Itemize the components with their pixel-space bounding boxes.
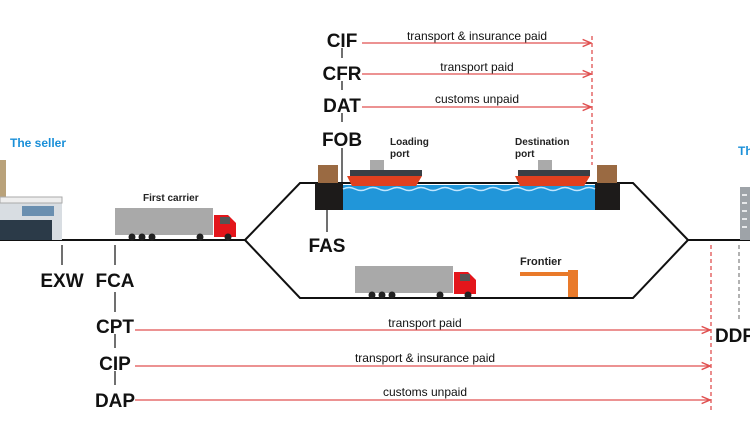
seller-label: The seller [10,136,66,150]
frontier-barrier-icon [520,270,578,297]
loading-port-label: Loading [390,137,429,148]
svg-text:transport paid: transport paid [440,60,513,74]
svg-text:transport & insurance paid: transport & insurance paid [355,351,495,365]
land-truck-icon [355,266,476,299]
first-carrier-label: First carrier [143,193,199,204]
seller-building-icon [0,160,63,240]
term-exw: EXW [40,271,83,292]
term-fca: FCA [95,271,134,292]
sea-route [244,182,689,241]
sea-term-cfr: CFR transport paid [322,60,591,85]
land-term-dap: DAP customs unpaid [95,385,710,412]
svg-text:CPT: CPT [96,317,134,338]
destination-port-label: Destination [515,137,569,148]
svg-text:CFR: CFR [322,64,361,85]
sea-term-fob: FOB [322,130,362,151]
svg-text:transport paid: transport paid [388,316,461,330]
frontier-label: Frontier [520,256,562,268]
svg-text:transport & insurance paid: transport & insurance paid [407,29,547,43]
buyer-label: The buyer [738,144,750,158]
sea-term-dat: DAT customs unpaid [323,92,591,117]
svg-text:CIP: CIP [99,354,131,375]
port-water [315,165,620,210]
land-term-cpt: CPT transport paid [96,316,710,338]
loading-ship-icon [347,160,422,186]
loading-port-label-2: port [390,149,410,160]
land-term-cip: CIP transport & insurance paid [99,351,710,375]
term-ddp: DDP [715,326,750,347]
first-carrier-truck-icon [115,208,236,241]
destination-ship-icon [515,160,590,186]
destination-port-label-2: port [515,149,535,160]
sea-term-cif: CIF transport & insurance paid [327,29,591,52]
svg-text:DAP: DAP [95,391,135,412]
svg-text:customs unpaid: customs unpaid [383,385,467,399]
svg-text:customs unpaid: customs unpaid [435,92,519,106]
buyer-building-icon [740,187,750,240]
term-fas: FAS [309,236,346,257]
svg-text:CIF: CIF [327,31,358,52]
svg-text:DAT: DAT [323,96,361,117]
